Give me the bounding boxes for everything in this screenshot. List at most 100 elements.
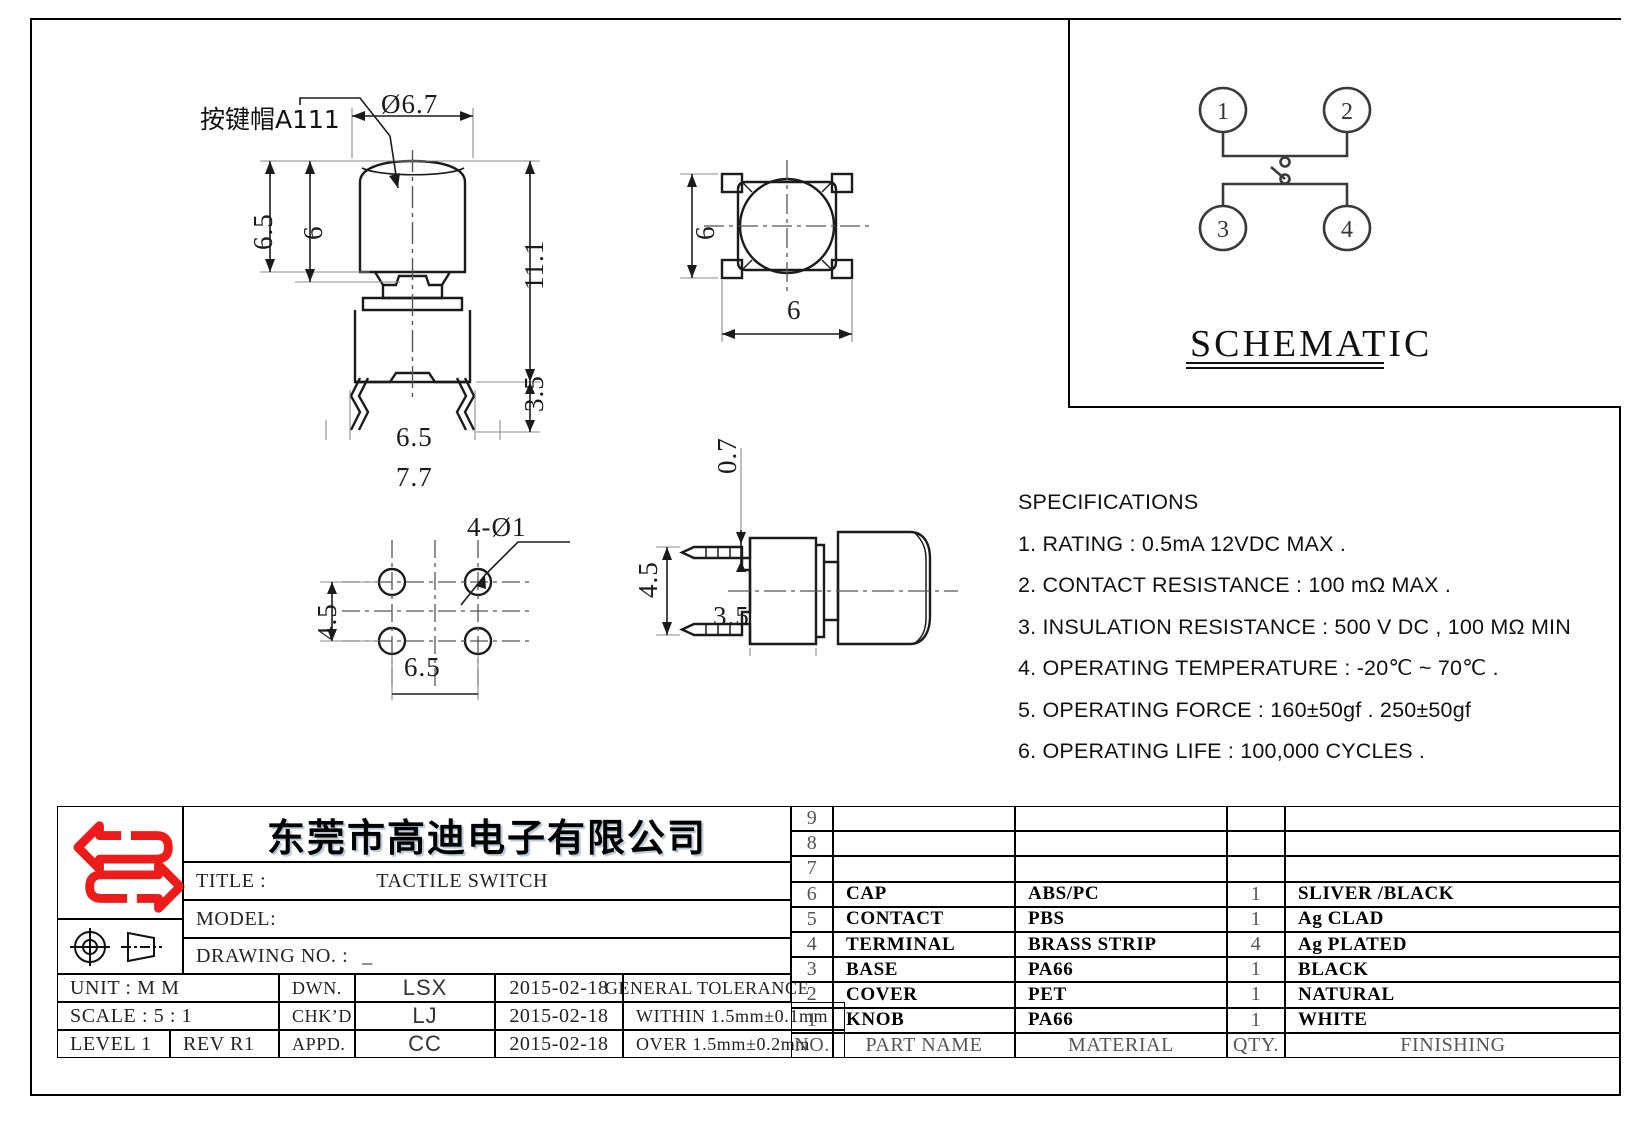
bom-row-2-qty: 1 [1227, 982, 1285, 1008]
tolerance-within-cell: WITHIN 1.5mm±0.1mm [623, 1002, 845, 1030]
dwn-value: LSX [402, 975, 448, 1000]
bom-header-qty: QTY. [1227, 1032, 1285, 1058]
bom-row-2-finishing: NATURAL [1285, 982, 1621, 1008]
chkd-value-cell: LJ [355, 1002, 495, 1030]
rev-cell: REV R1 [170, 1030, 279, 1058]
schematic-terminal-1: 1 [1217, 99, 1229, 125]
model-row[interactable]: MODEL: [183, 900, 791, 938]
bom-row-1-qty-text: 1 [1250, 1008, 1262, 1031]
title-row: TITLE : TACTILE SWITCH [183, 862, 791, 900]
bom-row-1-material: PA66 [1015, 1007, 1227, 1033]
scale-label: SCALE : 5 : 1 [70, 1004, 193, 1027]
dwn-label: DWN. [292, 977, 342, 998]
appd-value-cell: CC [355, 1030, 495, 1058]
dim-cap-diameter: Ø6.7 [381, 89, 439, 119]
drawing-no-label: DRAWING NO. : [196, 944, 349, 967]
bom-row-1-no: 1 [791, 1007, 833, 1033]
front-view-drawing [260, 97, 540, 440]
bom-row-5-qty: 1 [1227, 906, 1285, 932]
title-label: TITLE : [196, 869, 267, 892]
dwn-value-cell: LSX [355, 974, 495, 1002]
bom-row-4-part_name: TERMINAL [833, 932, 1015, 958]
bom-row-4-no-text: 4 [806, 933, 818, 956]
bom-row-3-no: 3 [791, 957, 833, 983]
bom-row-6-material: ABS/PC [1015, 881, 1227, 907]
chkd-value: LJ [412, 1003, 438, 1028]
bom-row-8-no-text: 8 [806, 832, 818, 855]
bom-header-finishing-text: FINISHING [1400, 1033, 1506, 1056]
bom-row-3-material-text: PA66 [1028, 958, 1074, 980]
spec-item-4: 4. OPERATING TEMPERATURE : -20℃ ~ 70℃ . [1018, 656, 1499, 680]
dim-lead-length: 3.5 [519, 375, 549, 412]
bom-row-3-no-text: 3 [806, 958, 818, 981]
bom-row-7-qty [1227, 856, 1285, 882]
bom-row-1-part_name-text: KNOB [846, 1009, 905, 1031]
bom-row-5-no: 5 [791, 906, 833, 932]
bom-row-2-no: 2 [791, 982, 833, 1008]
bom-row-4-material: BRASS STRIP [1015, 932, 1227, 958]
company-name-cell: 东莞市高迪电子有限公司 [183, 806, 791, 862]
bom-header-material-text: MATERIAL [1068, 1033, 1174, 1056]
tolerance-header: GENERAL TOLERANCE [604, 977, 810, 998]
schematic-terminal-3: 3 [1217, 217, 1229, 243]
dim-overall-height: 11.1 [519, 239, 549, 290]
appd-value: CC [408, 1031, 442, 1056]
side-view-drawing [656, 448, 958, 656]
unit-cell: UNIT : M M [57, 974, 279, 1002]
schematic-title: SCHEMATIC [1190, 323, 1433, 365]
schematic-terminal-2: 2 [1341, 99, 1353, 125]
appd-date-cell: 2015-02-18 [495, 1030, 623, 1058]
bom-row-5-material-text: PBS [1028, 908, 1065, 930]
bom-row-6-no-text: 6 [806, 882, 818, 905]
drawing-no-row[interactable]: DRAWING NO. : _ [183, 938, 791, 974]
bom-row-3-part_name: BASE [833, 957, 1015, 983]
bom-row-4-qty: 4 [1227, 932, 1285, 958]
bom-row-5-finishing-text: Ag CLAD [1298, 908, 1385, 930]
bom-row-9-finishing [1285, 806, 1621, 832]
bom-row-7-material [1015, 856, 1227, 882]
bom-header-no: NO. [791, 1032, 833, 1058]
specifications-block: SPECIFICATIONS 1. RATING : 0.5mA 12VDC M… [1018, 490, 1638, 781]
bom-header-no-text: NO. [794, 1033, 830, 1056]
dwn-date: 2015-02-18 [509, 976, 609, 999]
dim-terminal-span: 7.7 [396, 462, 433, 492]
bom-row-1-finishing-text: WHITE [1298, 1009, 1368, 1031]
tolerance-header-cell: GENERAL TOLERANCE [605, 974, 809, 1002]
top-view-drawing [680, 160, 872, 342]
bom-row-4-finishing-text: Ag PLATED [1298, 933, 1408, 955]
bom-row-6-part_name: CAP [833, 881, 1015, 907]
appd-label-cell: APPD. [279, 1030, 355, 1058]
bom-row-5-part_name-text: CONTACT [846, 908, 944, 930]
level-label: LEVEL 1 [70, 1032, 152, 1055]
bom-row-9-part_name [833, 806, 1015, 832]
bom-row-3-qty: 1 [1227, 957, 1285, 983]
bom-row-6-no: 6 [791, 881, 833, 907]
rev-label: REV R1 [183, 1032, 255, 1055]
bom-row-8-finishing [1285, 831, 1621, 857]
bom-row-2-no-text: 2 [806, 983, 818, 1006]
bom-row-4-finishing: Ag PLATED [1285, 932, 1621, 958]
scale-cell: SCALE : 5 : 1 [57, 1002, 279, 1030]
spec-item-5: 5. OPERATING FORCE : 160±50gf . 250±50gf [1018, 697, 1472, 722]
pcb-layout-drawing [320, 540, 570, 700]
bom-row-8-part_name [833, 831, 1015, 857]
bom-row-9-no: 9 [791, 806, 833, 832]
dim-hole-pitch-y: 4.5 [312, 603, 342, 640]
schematic-drawing: 1 2 3 4 [1198, 86, 1372, 252]
bom-row-1-finishing: WHITE [1285, 1007, 1621, 1033]
company-logo-cell [57, 806, 185, 919]
bom-row-3-material: PA66 [1015, 957, 1227, 983]
bom-row-3-qty-text: 1 [1250, 958, 1262, 981]
bom-row-7-no: 7 [791, 856, 833, 882]
bom-row-8-material [1015, 831, 1227, 857]
bom-row-6-qty: 1 [1227, 881, 1285, 907]
appd-date: 2015-02-18 [509, 1032, 609, 1055]
bom-row-4-qty-text: 4 [1250, 933, 1262, 956]
bom-row-2-part_name: COVER [833, 982, 1015, 1008]
bom-row-2-part_name-text: COVER [846, 983, 918, 1005]
dwn-label-cell: DWN. [279, 974, 355, 1002]
specifications-heading: SPECIFICATIONS [1018, 490, 1199, 514]
schematic-panel [1068, 20, 1621, 408]
tolerance-over-cell: OVER 1.5mm±0.2mm [623, 1030, 845, 1058]
